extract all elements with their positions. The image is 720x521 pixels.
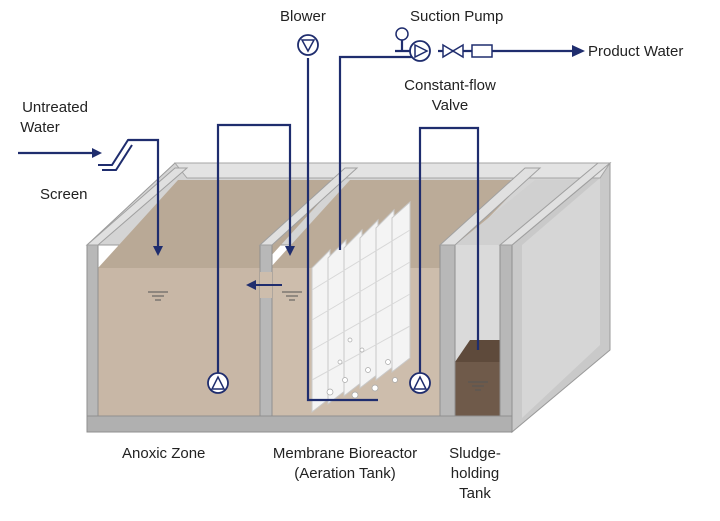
tank-top-rim-back xyxy=(173,162,611,179)
sludge-pump-icon xyxy=(409,372,431,394)
membrane-ribs xyxy=(311,229,411,381)
anoxic-zone-water xyxy=(98,268,260,416)
product-water-arrow xyxy=(572,45,585,57)
constant-flow-valve-label-line2: Valve xyxy=(431,97,469,114)
flow-meter-icon xyxy=(471,44,493,58)
untreated-water-label-line1: Untreated xyxy=(22,99,88,116)
pressure-gauge-icon xyxy=(395,27,409,41)
product-water-label: Product Water xyxy=(588,43,684,60)
sludge xyxy=(455,362,500,416)
blower-icon xyxy=(297,34,319,56)
untreated-water-label-line2: Water xyxy=(20,119,60,136)
right-wall-top xyxy=(498,162,612,246)
tank-right-side-inner xyxy=(522,178,600,418)
tank-front-divider-2 xyxy=(439,244,456,433)
sludge-tank-label-line3: Tank xyxy=(459,485,491,502)
blower-label: Blower xyxy=(280,8,326,25)
membrane-bioreactor-label-line1: Membrane Bioreactor xyxy=(272,445,418,462)
suction-pump-icon xyxy=(409,40,431,62)
anoxic-inflow-arrow xyxy=(153,246,163,256)
water-level-symbols xyxy=(148,291,488,391)
tank-front-right-wall xyxy=(499,244,513,433)
sludge-surface xyxy=(455,340,512,362)
sludge-tank-label-line2: holding xyxy=(450,465,500,482)
tank-front-bottom xyxy=(86,415,513,433)
untreated-water-arrow xyxy=(92,148,102,158)
overflow-arrow-head xyxy=(246,280,256,290)
mbr-inflow-arrow xyxy=(285,246,295,256)
constant-flow-valve-icon xyxy=(442,43,464,59)
recirculation-pump-icon xyxy=(207,372,229,394)
screen-label: Screen xyxy=(40,186,88,203)
aeration-bubbles xyxy=(326,337,398,399)
suction-pump-label: Suction Pump xyxy=(410,8,504,25)
membrane-bioreactor-label-line2: (Aeration Tank) xyxy=(294,465,396,482)
sludge-tank-back xyxy=(455,180,585,245)
sludge-tank-label-line1: Sludge- xyxy=(449,445,501,462)
divider-2-top xyxy=(438,167,542,246)
anoxic-zone-label: Anoxic Zone xyxy=(122,445,206,462)
left-wall-top xyxy=(85,167,189,246)
screen-icon xyxy=(98,139,140,171)
tank-front-left-wall xyxy=(86,244,99,433)
constant-flow-valve-label-line1: Constant-flow xyxy=(404,77,496,94)
